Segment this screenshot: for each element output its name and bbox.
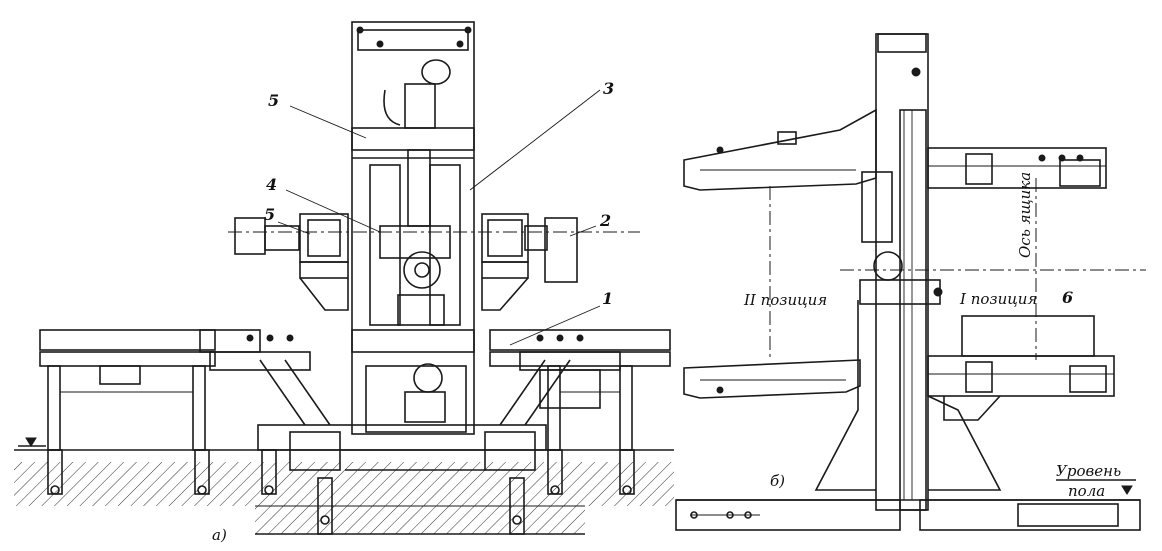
foundation [14,437,674,535]
callout-1: 1 [602,289,613,308]
callout-4: 4 [266,175,277,194]
callout-5-upper: 5 [268,91,279,110]
callout-3: 3 [603,79,614,98]
upper-carriage [927,147,1107,189]
front-view: 5 3 4 5 2 1 а) [14,21,674,544]
clamp-right [481,213,578,311]
leader-lines [277,89,601,346]
column [859,33,943,511]
floor-level-label-2: пола [1068,482,1105,500]
position-ii-label: II позиция [743,291,827,309]
caption-b: б) [770,472,785,490]
axis-label: Ось ящика [1016,172,1034,258]
callout-2: 2 [599,211,611,230]
callout-5-lower: 5 [264,205,275,224]
press-column [351,21,475,435]
box-6 [961,315,1095,357]
lower-arm [683,359,861,399]
lower-carriage [927,355,1115,421]
roller-conveyor [39,329,671,451]
position-i-label: I позиция [959,290,1037,308]
caption-a: а) [212,526,227,544]
clamp-left [234,213,349,311]
lower-frame [199,329,621,471]
upper-arm [683,108,877,191]
side-view: II позиция I позиция 6 Ось ящика Уровень… [675,33,1146,531]
floor-level-label-1: Уровень [1056,462,1121,480]
callout-6: 6 [1062,288,1073,307]
